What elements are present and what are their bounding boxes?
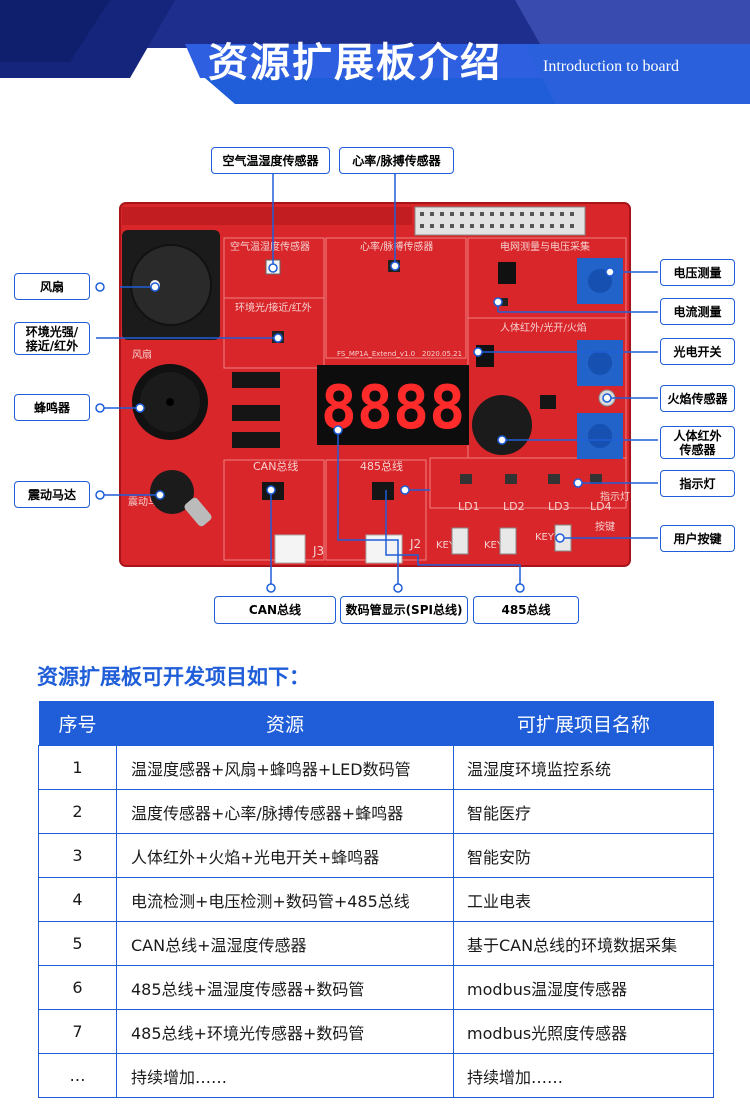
callout-light-sensor: 环境光强/接近/红外: [14, 322, 90, 355]
callout-indicator: 指示灯: [660, 470, 735, 497]
cell-resource: 温湿度感器+风扇+蜂鸣器+LED数码管: [116, 745, 454, 790]
table-row: 1 温湿度感器+风扇+蜂鸣器+LED数码管 温湿度环境监控系统: [38, 745, 714, 790]
callout-pir: 人体红外传感器: [660, 426, 735, 459]
cell-number: …: [38, 1053, 117, 1098]
silk-485: 485总线: [360, 459, 403, 473]
table-header-row: 序号 资源 可扩展项目名称: [38, 701, 714, 746]
section-title: 资源扩展板可开发项目如下：: [37, 665, 310, 689]
cell-project: 温湿度环境监控系统: [453, 745, 714, 790]
silk-heart: 心率/脉搏传感器: [360, 240, 433, 253]
cell-number: 6: [38, 965, 117, 1010]
header-project: 可扩展项目名称: [453, 701, 714, 746]
key2: [499, 527, 517, 555]
silk-key1: KEY1: [535, 532, 560, 543]
header-resource: 资源: [116, 701, 454, 746]
table-row: 7 485总线+环境光传感器+数码管 modbus光照度传感器: [38, 1009, 714, 1054]
silk-button: 按键: [595, 520, 615, 533]
callout-fan: 风扇: [14, 273, 90, 300]
silk-power: 电网测量与电压采集: [500, 240, 590, 253]
cell-resource: 人体红外+火焰+光电开关+蜂鸣器: [116, 833, 454, 878]
silk-key2: KEY2: [484, 540, 509, 551]
callout-user-key: 用户按键: [660, 525, 735, 552]
cell-project: 工业电表: [453, 877, 714, 922]
cell-project: 持续增加……: [453, 1053, 714, 1098]
header-number: 序号: [38, 701, 117, 746]
silk-can: CAN总线: [253, 459, 298, 473]
cell-project: 基于CAN总线的环境数据采集: [453, 921, 714, 966]
cell-project: 智能安防: [453, 833, 714, 878]
cell-project: modbus温湿度传感器: [453, 965, 714, 1010]
key3: [451, 527, 469, 555]
table-row: 5 CAN总线+温湿度传感器 基于CAN总线的环境数据采集: [38, 921, 714, 966]
banner-title: 资源扩展板介绍: [208, 40, 502, 86]
silk-j3: J3: [312, 544, 324, 558]
cell-project: 智能医疗: [453, 789, 714, 834]
cell-resource: 持续增加……: [116, 1053, 454, 1098]
banner-background: [0, 0, 750, 104]
silk-indicator: 指示灯: [600, 490, 630, 503]
silk-led2: LD2: [503, 500, 525, 513]
table-row: 4 电流检测+电压检测+数码管+485总线 工业电表: [38, 877, 714, 922]
silk-led1: LD1: [458, 500, 480, 513]
table-row: 2 温度传感器+心率/脉搏传感器+蜂鸣器 智能医疗: [38, 789, 714, 834]
silk-date: 2020.05.21: [422, 350, 462, 358]
callout-current: 电流测量: [660, 298, 735, 325]
pir-sensor: [472, 395, 532, 455]
cell-number: 1: [38, 745, 117, 790]
callout-flame: 火焰传感器: [660, 385, 735, 412]
table-row: 6 485总线+温湿度传感器+数码管 modbus温湿度传感器: [38, 965, 714, 1010]
silk-version: FS_MP1A_Extend_v1.0: [337, 350, 415, 358]
board-illustration: 空气温湿度传感器 心率/脉搏传感器 电网测量与电压采集 环境光/接近/红外 人体…: [95, 173, 658, 593]
header-banner: 资源扩展板介绍 Introduction to board: [0, 0, 750, 118]
cell-number: 4: [38, 877, 117, 922]
silk-led4: LD4: [590, 500, 612, 513]
callout-485: 485总线: [473, 596, 579, 624]
callout-photo-switch: 光电开关: [660, 338, 735, 365]
silk-light: 环境光/接近/红外: [235, 301, 312, 314]
j2-connector: [365, 534, 403, 564]
cell-number: 7: [38, 1009, 117, 1054]
callout-heart-sensor: 心率/脉搏传感器: [339, 147, 454, 174]
silk-key3: KEY3: [436, 540, 461, 551]
table-row: 3 人体红外+火焰+光电开关+蜂鸣器 智能安防: [38, 833, 714, 878]
callout-can: CAN总线: [214, 596, 336, 624]
cell-number: 2: [38, 789, 117, 834]
cell-number: 3: [38, 833, 117, 878]
cell-number: 5: [38, 921, 117, 966]
cell-project: modbus光照度传感器: [453, 1009, 714, 1054]
projects-table: 序号 资源 可扩展项目名称 1 温湿度感器+风扇+蜂鸣器+LED数码管 温湿度环…: [38, 701, 714, 1098]
silk-j2: J2: [409, 537, 421, 551]
callout-voltage: 电压测量: [660, 259, 735, 286]
silk-temp: 空气温湿度传感器: [230, 240, 310, 253]
motor-component: [150, 470, 194, 514]
silk-fan: 风扇: [132, 348, 152, 361]
banner-subtitle: Introduction to board: [543, 58, 679, 75]
silk-led3: LD3: [548, 500, 570, 513]
cell-resource: CAN总线+温湿度传感器: [116, 921, 454, 966]
cell-resource: 温度传感器+心率/脉搏传感器+蜂鸣器: [116, 789, 454, 834]
callout-buzzer: 蜂鸣器: [14, 394, 90, 421]
callout-vibration-motor: 震动马达: [14, 481, 90, 508]
table-row: … 持续增加…… 持续增加……: [38, 1053, 714, 1098]
cell-resource: 电流检测+电压检测+数码管+485总线: [116, 877, 454, 922]
silk-pir: 人体红外/光开/火焰: [500, 321, 587, 334]
callout-temp-sensor: 空气温湿度传感器: [211, 147, 330, 174]
callout-seg-spi: 数码管显示(SPI总线): [340, 596, 468, 624]
cell-resource: 485总线+温湿度传感器+数码管: [116, 965, 454, 1010]
segment-digits: 8888: [321, 373, 466, 443]
cell-resource: 485总线+环境光传感器+数码管: [116, 1009, 454, 1054]
j3-connector: [274, 534, 306, 564]
